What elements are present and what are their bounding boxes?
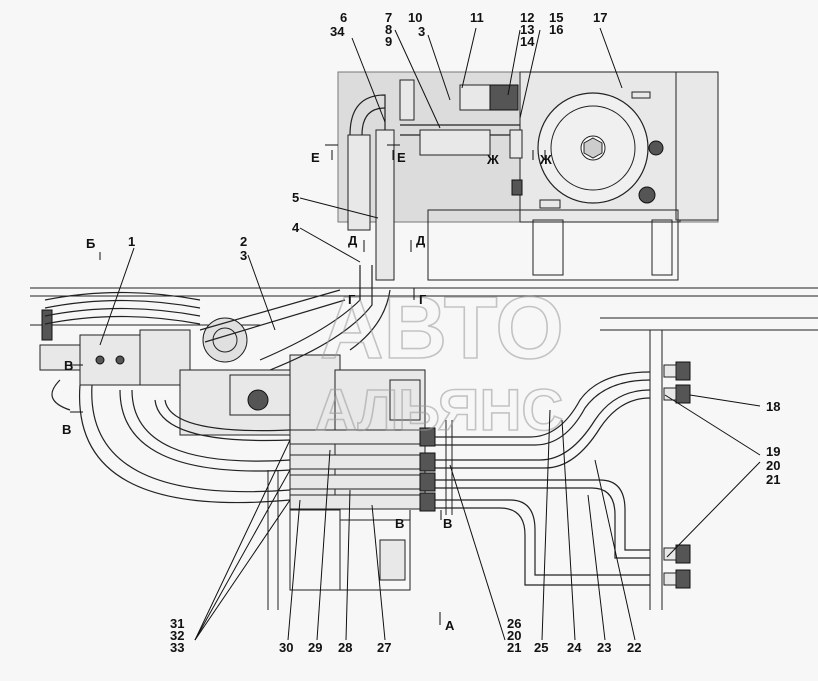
label-30: 30 (279, 640, 293, 655)
manifold-pipes (289, 420, 453, 515)
label-28: 28 (338, 640, 352, 655)
angled-pipes (199, 265, 391, 371)
section-e2: Е (397, 150, 406, 165)
frame-rails (30, 287, 818, 610)
section-zh2: Ж (539, 152, 552, 167)
gearbox-flange (537, 91, 664, 209)
distributor-valve (39, 291, 201, 386)
section-letters: Б В В В В Г Г Д Д Е Е Ж Ж А (62, 150, 552, 633)
section-e1: Е (311, 150, 320, 165)
label-3: 3 (240, 248, 247, 263)
label-6: 6 (340, 10, 347, 25)
label-15: 15 (549, 10, 563, 25)
right-pipes (435, 371, 651, 586)
label-3b: 3 (418, 24, 425, 39)
label-8: 8 (385, 22, 392, 37)
label-12: 12 (520, 10, 534, 25)
label-13: 13 (520, 22, 534, 37)
section-d2: Д (416, 233, 426, 248)
section-g2: Г (419, 292, 427, 307)
label-11: 11 (470, 10, 484, 25)
watermark-line1: АВТО (320, 278, 564, 377)
label-20b: 20 (507, 628, 521, 643)
label-26: 26 (507, 616, 521, 631)
section-d1: Д (348, 233, 358, 248)
label-1: 1 (128, 234, 135, 249)
label-31: 31 (170, 616, 184, 631)
label-23: 23 (597, 640, 611, 655)
label-5: 5 (292, 190, 299, 205)
upper-frame-block (337, 71, 719, 281)
lower-bracket (289, 509, 411, 591)
label-2: 2 (240, 234, 247, 249)
section-v4: В (443, 516, 452, 531)
label-19: 19 (766, 444, 780, 459)
label-9: 9 (385, 34, 392, 49)
label-32: 32 (170, 628, 184, 643)
label-21b: 21 (507, 640, 521, 655)
label-16: 16 (549, 22, 563, 37)
label-17: 17 (593, 10, 607, 25)
section-v3: В (395, 516, 404, 531)
watermark-line2: АЛЬЯНС (315, 378, 563, 443)
section-a: А (445, 618, 455, 633)
left-hoses (51, 379, 291, 504)
section-v2: В (62, 422, 71, 437)
label-33: 33 (170, 640, 184, 655)
label-27: 27 (377, 640, 391, 655)
label-21: 21 (766, 472, 780, 487)
label-18: 18 (766, 399, 780, 414)
section-zh1: Ж (486, 152, 499, 167)
upper-pipes (347, 79, 523, 281)
label-4: 4 (292, 220, 300, 235)
label-25: 25 (534, 640, 548, 655)
section-g1: Г (348, 292, 356, 307)
section-v1: В (64, 358, 73, 373)
section-b: Б (86, 236, 95, 251)
label-29: 29 (308, 640, 322, 655)
label-10: 10 (408, 10, 422, 25)
right-fittings (663, 361, 691, 589)
label-24: 24 (567, 640, 582, 655)
label-22: 22 (627, 640, 641, 655)
section-markers (70, 144, 546, 625)
position-labels: 1 2 3 4 5 6 34 7 8 9 10 3 11 12 13 14 15… (128, 10, 780, 655)
leader-lines (99, 27, 761, 641)
label-20: 20 (766, 458, 780, 473)
label-7: 7 (385, 10, 392, 25)
label-14: 14 (520, 34, 535, 49)
label-34: 34 (330, 24, 345, 39)
